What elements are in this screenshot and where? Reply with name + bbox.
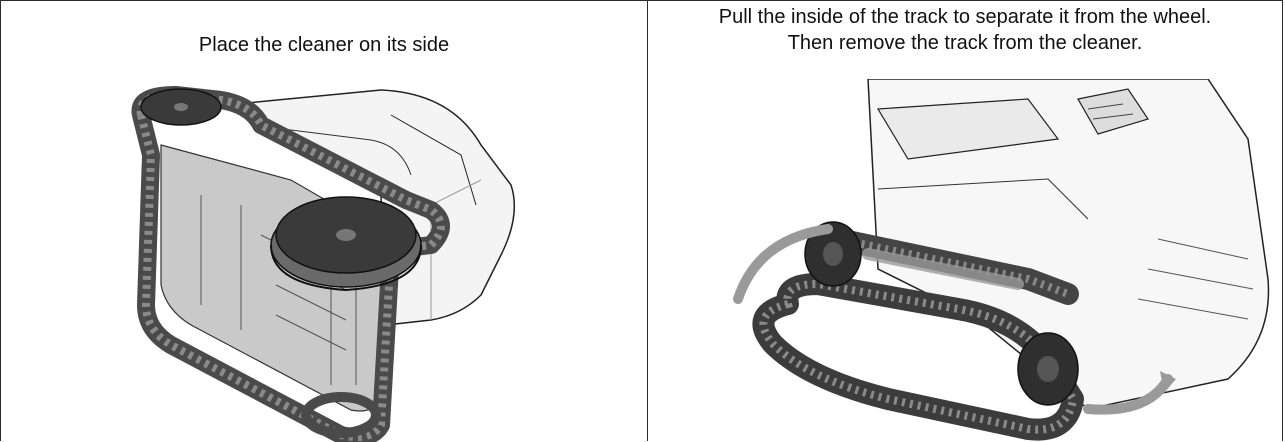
caption-line: Pull the inside of the track to separate… (648, 4, 1282, 30)
caption-line: Then remove the track from the cleaner. (648, 30, 1282, 56)
step-cell-2: Pull the inside of the track to separate… (648, 1, 1282, 441)
remove-track-from-wheel-icon (728, 79, 1285, 442)
pool-cleaner-on-side-icon (131, 85, 531, 442)
step-caption-2: Pull the inside of the track to separate… (648, 4, 1282, 56)
step-cell-1: Place the cleaner on its side (1, 1, 648, 441)
step-caption-1: Place the cleaner on its side (1, 32, 647, 58)
caption-line: Place the cleaner on its side (1, 32, 647, 58)
